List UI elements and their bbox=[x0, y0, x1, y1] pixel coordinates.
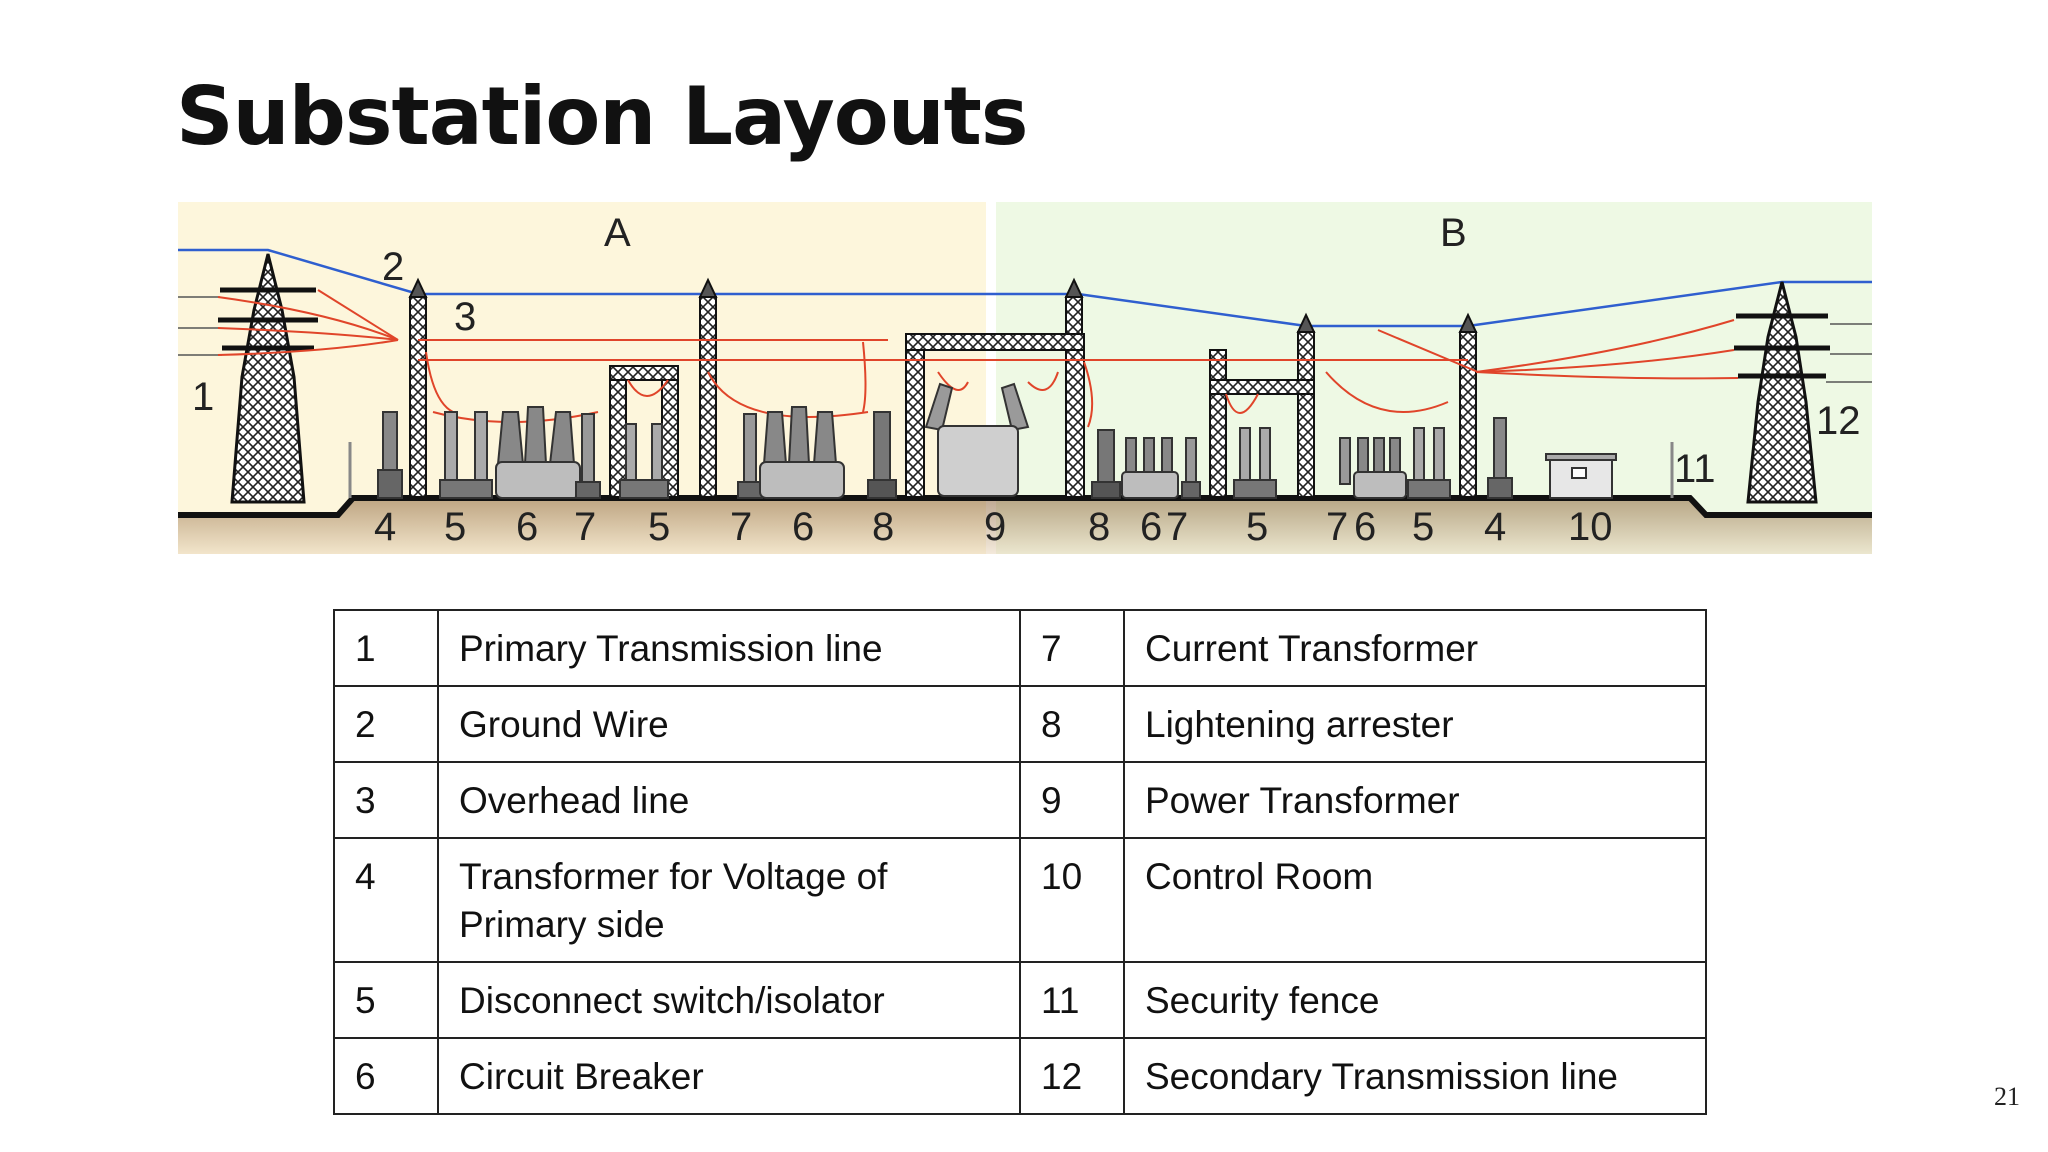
legend-text: Transformer for Voltage of Primary side bbox=[437, 837, 1021, 963]
legend-text: Primary Transmission line bbox=[437, 609, 1021, 687]
equip-num: 7 bbox=[1326, 505, 1348, 549]
legend-number: 6 bbox=[333, 1037, 439, 1115]
callout-secondary-line: 12 bbox=[1816, 399, 1861, 443]
equip-num: 6 bbox=[516, 505, 538, 549]
legend-row: 1 Primary Transmission line 7 Current Tr… bbox=[333, 609, 1707, 687]
equip-num: 8 bbox=[872, 505, 894, 549]
legend-row: 2 Ground Wire 8 Lightening arrester bbox=[333, 685, 1707, 763]
equip-num: 7 bbox=[730, 505, 752, 549]
legend-table: 1 Primary Transmission line 7 Current Tr… bbox=[333, 609, 1707, 1115]
equip-num: 4 bbox=[374, 505, 396, 549]
legend-number: 5 bbox=[333, 961, 439, 1039]
legend-text: Control Room bbox=[1123, 837, 1707, 963]
legend-text: Disconnect switch/isolator bbox=[437, 961, 1021, 1039]
legend-number: 1 bbox=[333, 609, 439, 687]
bottom-number-row: 4 5 6 7 5 7 6 8 9 8 6 7 5 7 6 5 4 10 bbox=[374, 505, 1613, 549]
equip-num: 7 bbox=[1166, 505, 1188, 549]
zone-a-label: A bbox=[604, 211, 631, 255]
equip-num: 5 bbox=[1412, 505, 1434, 549]
ground bbox=[178, 495, 1872, 554]
legend-number: 9 bbox=[1019, 761, 1125, 839]
right-transmission-tower bbox=[1734, 281, 1872, 504]
legend-text: Security fence bbox=[1123, 961, 1707, 1039]
legend-text: Power Transformer bbox=[1123, 761, 1707, 839]
legend-number: 12 bbox=[1019, 1037, 1125, 1115]
legend-text: Lightening arrester bbox=[1123, 685, 1707, 763]
legend-text: Overhead line bbox=[437, 761, 1021, 839]
overhead-conductors bbox=[217, 289, 1739, 428]
legend-number: 2 bbox=[333, 685, 439, 763]
legend-number: 3 bbox=[333, 761, 439, 839]
page-number: 21 bbox=[1994, 1082, 2020, 1111]
legend-number: 10 bbox=[1019, 837, 1125, 963]
callout-overhead-line: 3 bbox=[454, 295, 476, 339]
lattice-masts bbox=[408, 277, 1478, 498]
equip-num: 10 bbox=[1568, 505, 1613, 549]
equip-num: 6 bbox=[792, 505, 814, 549]
legend-row: 4 Transformer for Voltage of Primary sid… bbox=[333, 837, 1707, 963]
legend-text: Ground Wire bbox=[437, 685, 1021, 763]
equip-num: 8 bbox=[1088, 505, 1110, 549]
callout-primary-line: 1 bbox=[192, 375, 214, 419]
equip-num: 7 bbox=[574, 505, 596, 549]
callout-ground-wire: 2 bbox=[382, 245, 404, 289]
legend-number: 8 bbox=[1019, 685, 1125, 763]
equip-num: 4 bbox=[1484, 505, 1506, 549]
zone-b-label: B bbox=[1440, 211, 1467, 255]
legend-number: 4 bbox=[333, 837, 439, 963]
equip-num: 5 bbox=[1246, 505, 1268, 549]
legend-row: 6 Circuit Breaker 12 Secondary Transmiss… bbox=[333, 1037, 1707, 1115]
legend-number: 7 bbox=[1019, 609, 1125, 687]
legend-text: Secondary Transmission line bbox=[1123, 1037, 1707, 1115]
legend-text: Circuit Breaker bbox=[437, 1037, 1021, 1115]
legend-number: 11 bbox=[1019, 961, 1125, 1039]
legend-row: 3 Overhead line 9 Power Transformer bbox=[333, 761, 1707, 839]
slide-title: Substation Layouts bbox=[176, 70, 1029, 163]
legend-text: Current Transformer bbox=[1123, 609, 1707, 687]
substation-equipment bbox=[348, 382, 1674, 499]
substation-diagram: A B 1 2 3 11 12 4 5 6 7 5 7 6 8 9 8 6 7 … bbox=[178, 202, 1872, 554]
equip-num: 9 bbox=[984, 505, 1006, 549]
equip-num: 6 bbox=[1140, 505, 1162, 549]
legend-row: 5 Disconnect switch/isolator 11 Security… bbox=[333, 961, 1707, 1039]
callout-fence: 11 bbox=[1674, 447, 1716, 491]
equip-num: 6 bbox=[1354, 505, 1376, 549]
left-transmission-tower bbox=[178, 253, 318, 504]
equip-num: 5 bbox=[648, 505, 670, 549]
equip-num: 5 bbox=[444, 505, 466, 549]
